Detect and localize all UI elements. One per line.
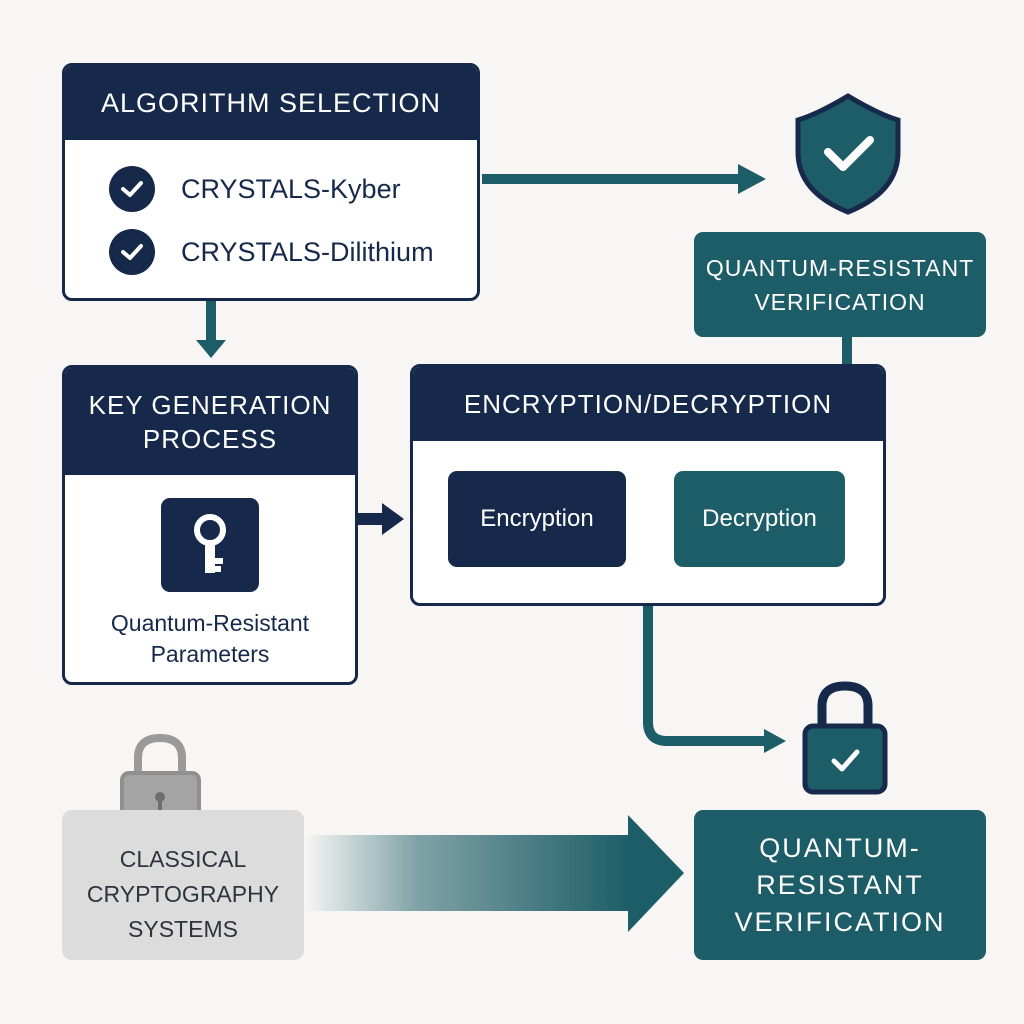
check-icon: [109, 229, 155, 275]
key-generation-title-line1: KEY GENERATION: [88, 389, 332, 420]
algorithm-selection-card: ALGORITHM SELECTION CRYSTALS-Kyber CRYST…: [62, 63, 480, 301]
connector-verification-to-encdec: [842, 337, 852, 365]
shield-check-icon: [795, 93, 901, 215]
caption-line2: Parameters: [150, 641, 270, 667]
algorithm-item-label: CRYSTALS-Dilithium: [181, 236, 434, 267]
classical-line2: CRYPTOGRAPHY: [86, 880, 280, 907]
quantum-resistant-verification-bottom: QUANTUM- RESISTANT VERIFICATION: [694, 810, 986, 960]
key-generation-title: KEY GENERATION PROCESS: [65, 368, 355, 475]
encryption-block: Encryption: [448, 471, 626, 567]
algorithm-selection-title: ALGORITHM SELECTION: [65, 66, 477, 140]
encryption-decryption-title: ENCRYPTION/DECRYPTION: [413, 367, 883, 441]
arrow-keygen-to-encdec: [358, 503, 404, 535]
decryption-block: Decryption: [674, 471, 845, 567]
caption-line1: Quantum-Resistant: [110, 610, 310, 636]
check-icon: [109, 166, 155, 212]
key-generation-caption: Quantum-Resistant Parameters: [65, 608, 355, 670]
key-icon: [161, 498, 259, 592]
verification-bottom-line2: RESISTANT: [756, 869, 924, 900]
classical-line3: SYSTEMS: [128, 915, 238, 942]
algorithm-item-dilithium: CRYSTALS-Dilithium: [109, 229, 434, 275]
verification-bottom-line3: VERIFICATION: [734, 906, 946, 937]
algorithm-item-kyber: CRYSTALS-Kyber: [109, 166, 401, 212]
verification-top-line2: VERIFICATION: [754, 288, 926, 315]
arrow-algo-to-keygen: [196, 301, 226, 358]
verification-top-line1: QUANTUM-RESISTANT: [705, 254, 975, 281]
classical-line1: CLASSICAL: [119, 845, 247, 872]
classical-cryptography-card: CLASSICAL CRYPTOGRAPHY SYSTEMS: [62, 810, 304, 960]
algorithm-item-label: CRYSTALS-Kyber: [181, 173, 401, 204]
key-generation-title-line2: PROCESS: [142, 423, 278, 454]
arrow-algo-to-verification: [482, 164, 766, 194]
key-generation-card: KEY GENERATION PROCESS Quantum-Resistant…: [62, 365, 358, 685]
padlock-check-icon: [802, 681, 888, 795]
arrow-classical-to-verification: [304, 815, 684, 932]
arrow-encdec-to-padlock: [643, 606, 786, 753]
verification-bottom-line1: QUANTUM-: [759, 832, 921, 863]
quantum-resistant-verification-top: QUANTUM-RESISTANT VERIFICATION: [694, 232, 986, 337]
